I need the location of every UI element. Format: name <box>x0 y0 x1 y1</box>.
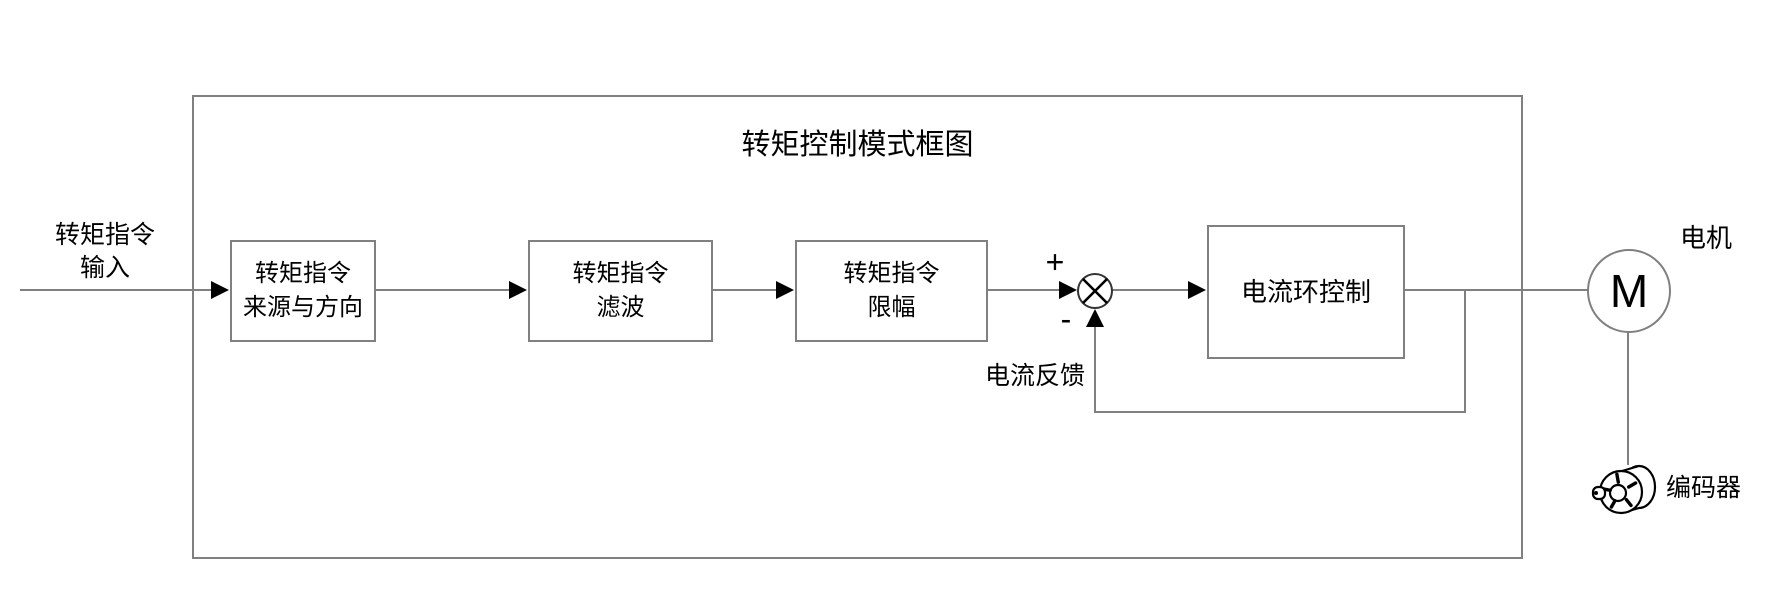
motor-circle <box>1587 249 1671 333</box>
arrowhead-icon <box>776 281 794 299</box>
block-label-line: 转矩指令 <box>572 260 669 287</box>
encoder-label: 编码器 <box>1666 474 1742 502</box>
outer-frame <box>192 95 1523 559</box>
block-torque-command-limit: 转矩指令 限幅 <box>795 240 988 342</box>
motor-label: 电机 <box>1679 223 1732 253</box>
block-label-line: 滤波 <box>596 294 645 321</box>
encoder-icon <box>1591 464 1657 515</box>
input-label: 转矩指令 输入 <box>25 219 185 285</box>
diagram-title: 转矩控制模式框图 <box>741 129 974 161</box>
arrowhead-icon <box>1188 281 1206 299</box>
multiply-cross-icon <box>1082 278 1108 304</box>
arrowhead-icon <box>1059 281 1077 299</box>
minus-sign: - <box>1060 301 1072 337</box>
arrowhead-icon <box>211 281 229 299</box>
feedback-line <box>1094 290 1466 413</box>
feedback-arrowhead-icon <box>1086 309 1104 327</box>
feedback-label: 电流反馈 <box>984 362 1085 390</box>
plus-sign: + <box>1045 244 1065 280</box>
block-current-loop-control: 电流环控制 <box>1207 225 1405 359</box>
arrowhead-icon <box>509 281 527 299</box>
input-label-line1: 转矩指令 <box>54 221 155 249</box>
block-label-line: 转矩指令 <box>255 260 351 287</box>
block-label-line: 限幅 <box>867 294 916 321</box>
block-torque-command-filter: 转矩指令 滤波 <box>528 240 713 342</box>
block-label-line: 电流环控制 <box>1240 277 1371 307</box>
motor-symbol: M <box>1609 265 1649 317</box>
block-torque-command-source: 转矩指令 来源与方向 <box>230 240 376 342</box>
block-label-line: 转矩指令 <box>843 260 940 287</box>
block-label-line: 来源与方向 <box>243 294 363 321</box>
input-label-line2: 输入 <box>79 254 130 282</box>
